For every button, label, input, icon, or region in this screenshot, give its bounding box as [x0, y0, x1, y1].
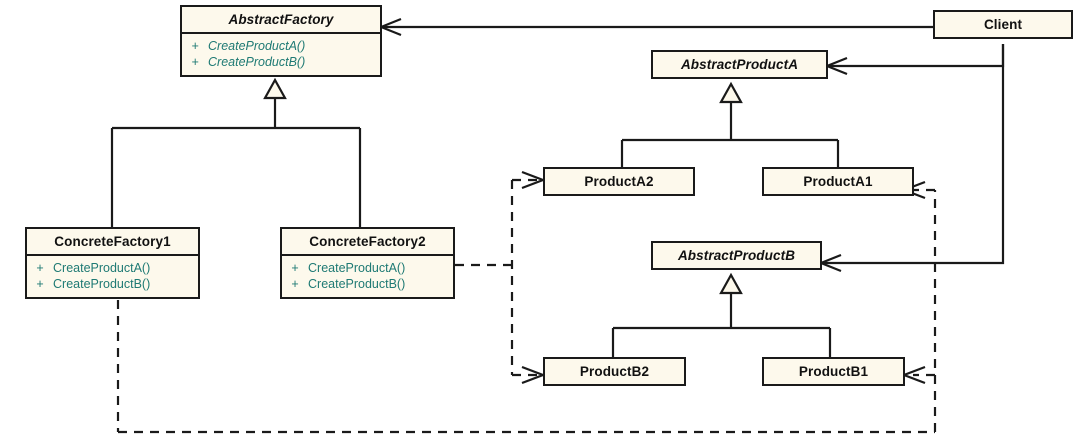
class-name-product-a1: ProductA1 [803, 174, 873, 189]
visibility-marker: + [36, 261, 44, 275]
class-name-abstract-product-a: AbstractProductA [680, 57, 799, 72]
visibility-marker: + [191, 55, 199, 69]
class-box-product-a2[interactable]: ProductA2 [543, 167, 695, 196]
edge-dependency-factory2-products [455, 170, 547, 385]
operation-row: + CreateProductB() [27, 276, 198, 292]
edge-dependency-factory1-products [116, 180, 937, 434]
class-box-abstract-factory[interactable]: AbstractFactory + CreateProductA() + Cre… [180, 5, 382, 77]
class-box-product-b1[interactable]: ProductB1 [762, 357, 905, 386]
class-box-product-a1[interactable]: ProductA1 [762, 167, 914, 196]
edge-client-to-abstractproducta [824, 44, 1005, 76]
operation-signature: CreateProductB() [308, 277, 406, 291]
edge-client-to-abstractfactory [378, 17, 933, 37]
visibility-marker: + [191, 39, 199, 53]
operation-signature: CreateProductB() [208, 55, 306, 69]
class-name-abstract-factory: AbstractFactory [228, 12, 334, 27]
operation-row: + CreateProductA() [27, 260, 198, 276]
edge-generalization-factories [110, 77, 362, 227]
compartment-divider [282, 254, 453, 256]
compartment-divider [27, 254, 198, 256]
operations-compartment-abstract-factory: + CreateProductA() + CreateProductB() [182, 34, 380, 75]
operation-signature: CreateProductB() [53, 277, 151, 291]
class-name-product-b1: ProductB1 [798, 364, 869, 379]
edge-client-to-abstractproductb [818, 44, 1005, 273]
class-box-product-b2[interactable]: ProductB2 [543, 357, 686, 386]
operation-signature: CreateProductA() [53, 261, 151, 275]
class-name-product-a2: ProductA2 [584, 174, 654, 189]
edge-generalization-producta [620, 81, 840, 167]
class-box-concrete-factory2[interactable]: ConcreteFactory2 + CreateProductA() + Cr… [280, 227, 455, 299]
edge-generalization-productb [611, 272, 832, 357]
operation-signature: CreateProductA() [308, 261, 406, 275]
class-name-concrete-factory1: ConcreteFactory1 [54, 234, 171, 249]
compartment-divider [182, 32, 380, 34]
class-box-abstract-product-b[interactable]: AbstractProductB [651, 241, 822, 270]
operation-row: + CreateProductB() [282, 276, 453, 292]
class-box-abstract-product-a[interactable]: AbstractProductA [651, 50, 828, 79]
class-name-client: Client [983, 17, 1023, 32]
operation-row: + CreateProductB() [182, 54, 380, 70]
class-name-abstract-product-b: AbstractProductB [677, 248, 796, 263]
operation-row: + CreateProductA() [182, 38, 380, 54]
visibility-marker: + [291, 277, 299, 291]
class-name-product-b2: ProductB2 [579, 364, 650, 379]
operation-row: + CreateProductA() [282, 260, 453, 276]
class-box-concrete-factory1[interactable]: ConcreteFactory1 + CreateProductA() + Cr… [25, 227, 200, 299]
visibility-marker: + [291, 261, 299, 275]
operation-signature: CreateProductA() [208, 39, 306, 53]
class-box-client[interactable]: Client [933, 10, 1073, 39]
operations-compartment-concrete-factory2: + CreateProductA() + CreateProductB() [282, 256, 453, 297]
visibility-marker: + [36, 277, 44, 291]
operations-compartment-concrete-factory1: + CreateProductA() + CreateProductB() [27, 256, 198, 297]
class-name-concrete-factory2: ConcreteFactory2 [309, 234, 426, 249]
